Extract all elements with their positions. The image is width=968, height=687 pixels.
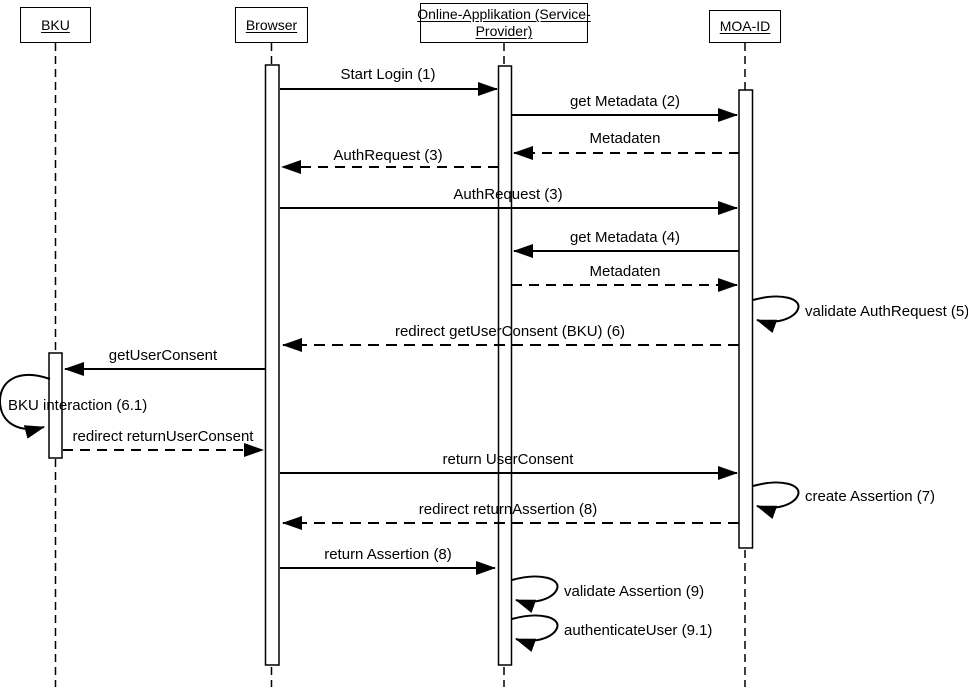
label-validate-assertion: validate Assertion (9)	[564, 583, 705, 600]
label-create-assertion: create Assertion (7)	[805, 488, 936, 505]
loop-validate-authrequest	[752, 295, 800, 333]
label-redirect-returnuserconsent: redirect returnUserConsent	[72, 428, 254, 445]
actor-browser-label: Browser	[245, 16, 298, 33]
label-get-metadata-2: get Metadata (2)	[569, 93, 681, 110]
actor-online-applikation-label: Online-Applikation (Service- Provider)	[417, 6, 591, 39]
loop-validate-assertion	[511, 575, 559, 613]
actor-moa-id-label: MOA-ID	[719, 18, 771, 34]
actor-moa-id: MOA-ID	[709, 10, 781, 43]
activation-moa-id	[738, 89, 754, 549]
label-getuserconsent: getUserConsent	[108, 347, 218, 364]
label-redirect-getuserconsent: redirect getUserConsent (BKU) (6)	[394, 323, 626, 340]
activation-bku	[48, 352, 63, 459]
actor-bku-label: BKU	[41, 16, 70, 33]
activation-browser	[264, 64, 280, 666]
label-metadaten-2: Metadaten	[589, 263, 661, 280]
loop-bku-interaction	[0, 374, 51, 439]
label-start-login: Start Login (1)	[340, 66, 436, 83]
activation-online-applikation	[497, 65, 513, 666]
label-validate-authrequest: validate AuthRequest (5)	[805, 303, 968, 320]
label-get-metadata-4: get Metadata (4)	[569, 229, 681, 246]
label-redirect-returnassertion: redirect returnAssertion (8)	[418, 501, 598, 518]
label-return-userconsent: return UserConsent	[442, 451, 574, 468]
label-authenticateuser: authenticateUser (9.1)	[564, 622, 713, 639]
loop-create-assertion	[752, 481, 800, 519]
label-bku-interaction: BKU interaction (6.1)	[8, 397, 148, 414]
actor-browser: Browser	[235, 7, 308, 43]
label-metadaten-1: Metadaten	[589, 130, 661, 147]
loop-authenticateuser	[511, 614, 559, 652]
actor-online-applikation: Online-Applikation (Service- Provider)	[417, 3, 591, 43]
label-authrequest-3b: AuthRequest (3)	[453, 186, 563, 203]
actor-bku: BKU	[20, 7, 91, 43]
label-authrequest-3a: AuthRequest (3)	[333, 147, 443, 164]
label-return-assertion: return Assertion (8)	[324, 546, 452, 563]
